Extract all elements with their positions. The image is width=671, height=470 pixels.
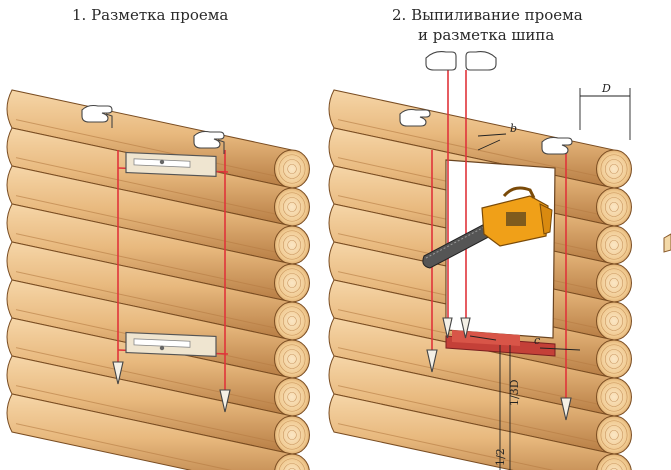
- plumb-bob-icon: [560, 397, 572, 421]
- wall2-log-end: [596, 301, 632, 341]
- plumb-bob-icon: [442, 317, 453, 339]
- wall-step1: [6, 89, 310, 470]
- plumb-bob-icon: [112, 361, 124, 385]
- wall1-log-row: [6, 203, 310, 303]
- plumb-bob-icon: [426, 349, 438, 373]
- hand-icon: [425, 51, 457, 71]
- wall1-log-end: [274, 301, 310, 341]
- wall1-log-end: [274, 377, 310, 417]
- caption-step2-line1: 2. Выпиливание проема: [392, 6, 583, 24]
- wall2-log-end: [596, 263, 632, 303]
- wall1-log-end: [274, 263, 310, 303]
- hand-icon: [81, 104, 113, 128]
- dimension-d-label: D: [601, 82, 611, 95]
- wall1-log-end: [274, 453, 310, 470]
- wall1-logs: [6, 89, 310, 470]
- caption-step2-line2: и разметка шипа: [418, 26, 554, 44]
- dimension-c-label: c: [534, 334, 540, 347]
- wall-step2: D b c 1/3D 1/2: [328, 51, 632, 470]
- wall2-log-end: [596, 149, 632, 189]
- wall1-log-end: [274, 339, 310, 379]
- wall2-log-end: [596, 187, 632, 227]
- hand-icon: [465, 51, 497, 71]
- wall1-log-end: [274, 149, 310, 189]
- level-tool-icon: [125, 151, 217, 178]
- wall2-marking-lines: [431, 70, 567, 410]
- wall2-log-end: [596, 453, 632, 470]
- dimension-lines: [469, 88, 631, 470]
- wall2-log-end: [596, 225, 632, 265]
- wall2-log-end: [596, 377, 632, 417]
- plumb-bob-icon: [219, 389, 231, 413]
- dimension-b-label: b: [510, 122, 517, 135]
- chainsaw-icon: [422, 186, 553, 269]
- wall1-log-row: [6, 241, 310, 341]
- wall1-log-end: [274, 187, 310, 227]
- plumb-bob-icon: [460, 317, 471, 339]
- wall1-log-row: [6, 127, 310, 227]
- wall2-log-row: [328, 393, 632, 470]
- wall1-log-row: [6, 393, 310, 470]
- hand-icon: [193, 130, 225, 154]
- hand-icon: [399, 108, 431, 127]
- wall2-log-row: [328, 355, 632, 455]
- level-tool-icon: [125, 331, 217, 358]
- wall2-log-end: [596, 339, 632, 379]
- dimension-third-label: 1/3D: [508, 379, 521, 406]
- hand-icon: [541, 136, 573, 155]
- dimension-half-label: 1/2: [494, 448, 507, 466]
- wall2-log-end: [596, 415, 632, 455]
- wall1-log-end: [274, 225, 310, 265]
- partial-next-figure: [663, 233, 671, 253]
- wall1-log-row: [6, 355, 310, 455]
- caption-step1: 1. Разметка проема: [72, 6, 228, 24]
- wall1-log-row: [6, 89, 310, 189]
- wall1-log-end: [274, 415, 310, 455]
